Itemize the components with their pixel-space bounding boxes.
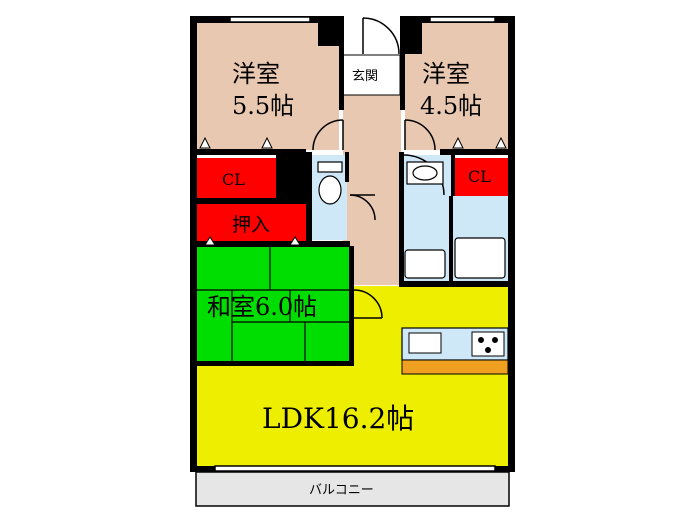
japanese-room [196, 246, 350, 362]
western-right-size: 4.5帖 [420, 92, 482, 120]
ldk-label: LDK16.2帖 [262, 402, 414, 435]
doors [312, 17, 445, 319]
closet-right [455, 158, 509, 196]
balcony-outline [195, 471, 510, 507]
western-left-name: 洋室 [232, 60, 280, 88]
western-right-name: 洋室 [422, 60, 470, 88]
entrance-area [343, 55, 401, 95]
balcony-label: バルコニー [309, 483, 374, 498]
oshiire-label: 押入 [232, 214, 270, 236]
washbasin [406, 161, 444, 185]
closet-door-marks [199, 136, 507, 246]
entrance-outline [342, 54, 401, 96]
western-room-right [405, 22, 509, 150]
closet-left [196, 158, 276, 198]
bathtub [404, 237, 506, 279]
kitchen [401, 327, 509, 375]
entrance-label: 玄関 [352, 69, 378, 84]
western-room-left [196, 22, 339, 150]
oshiire-closet [196, 204, 306, 242]
balcony-area [196, 472, 509, 506]
japanese-room-label: 和室6.0帖 [207, 293, 317, 321]
tatami-lines [196, 246, 350, 362]
closet-right-label: CL [468, 167, 491, 186]
closet-left-label: CL [222, 170, 245, 189]
toilet-fixture [317, 161, 343, 205]
western-left-size: 5.5帖 [232, 92, 294, 120]
windows [214, 16, 496, 472]
